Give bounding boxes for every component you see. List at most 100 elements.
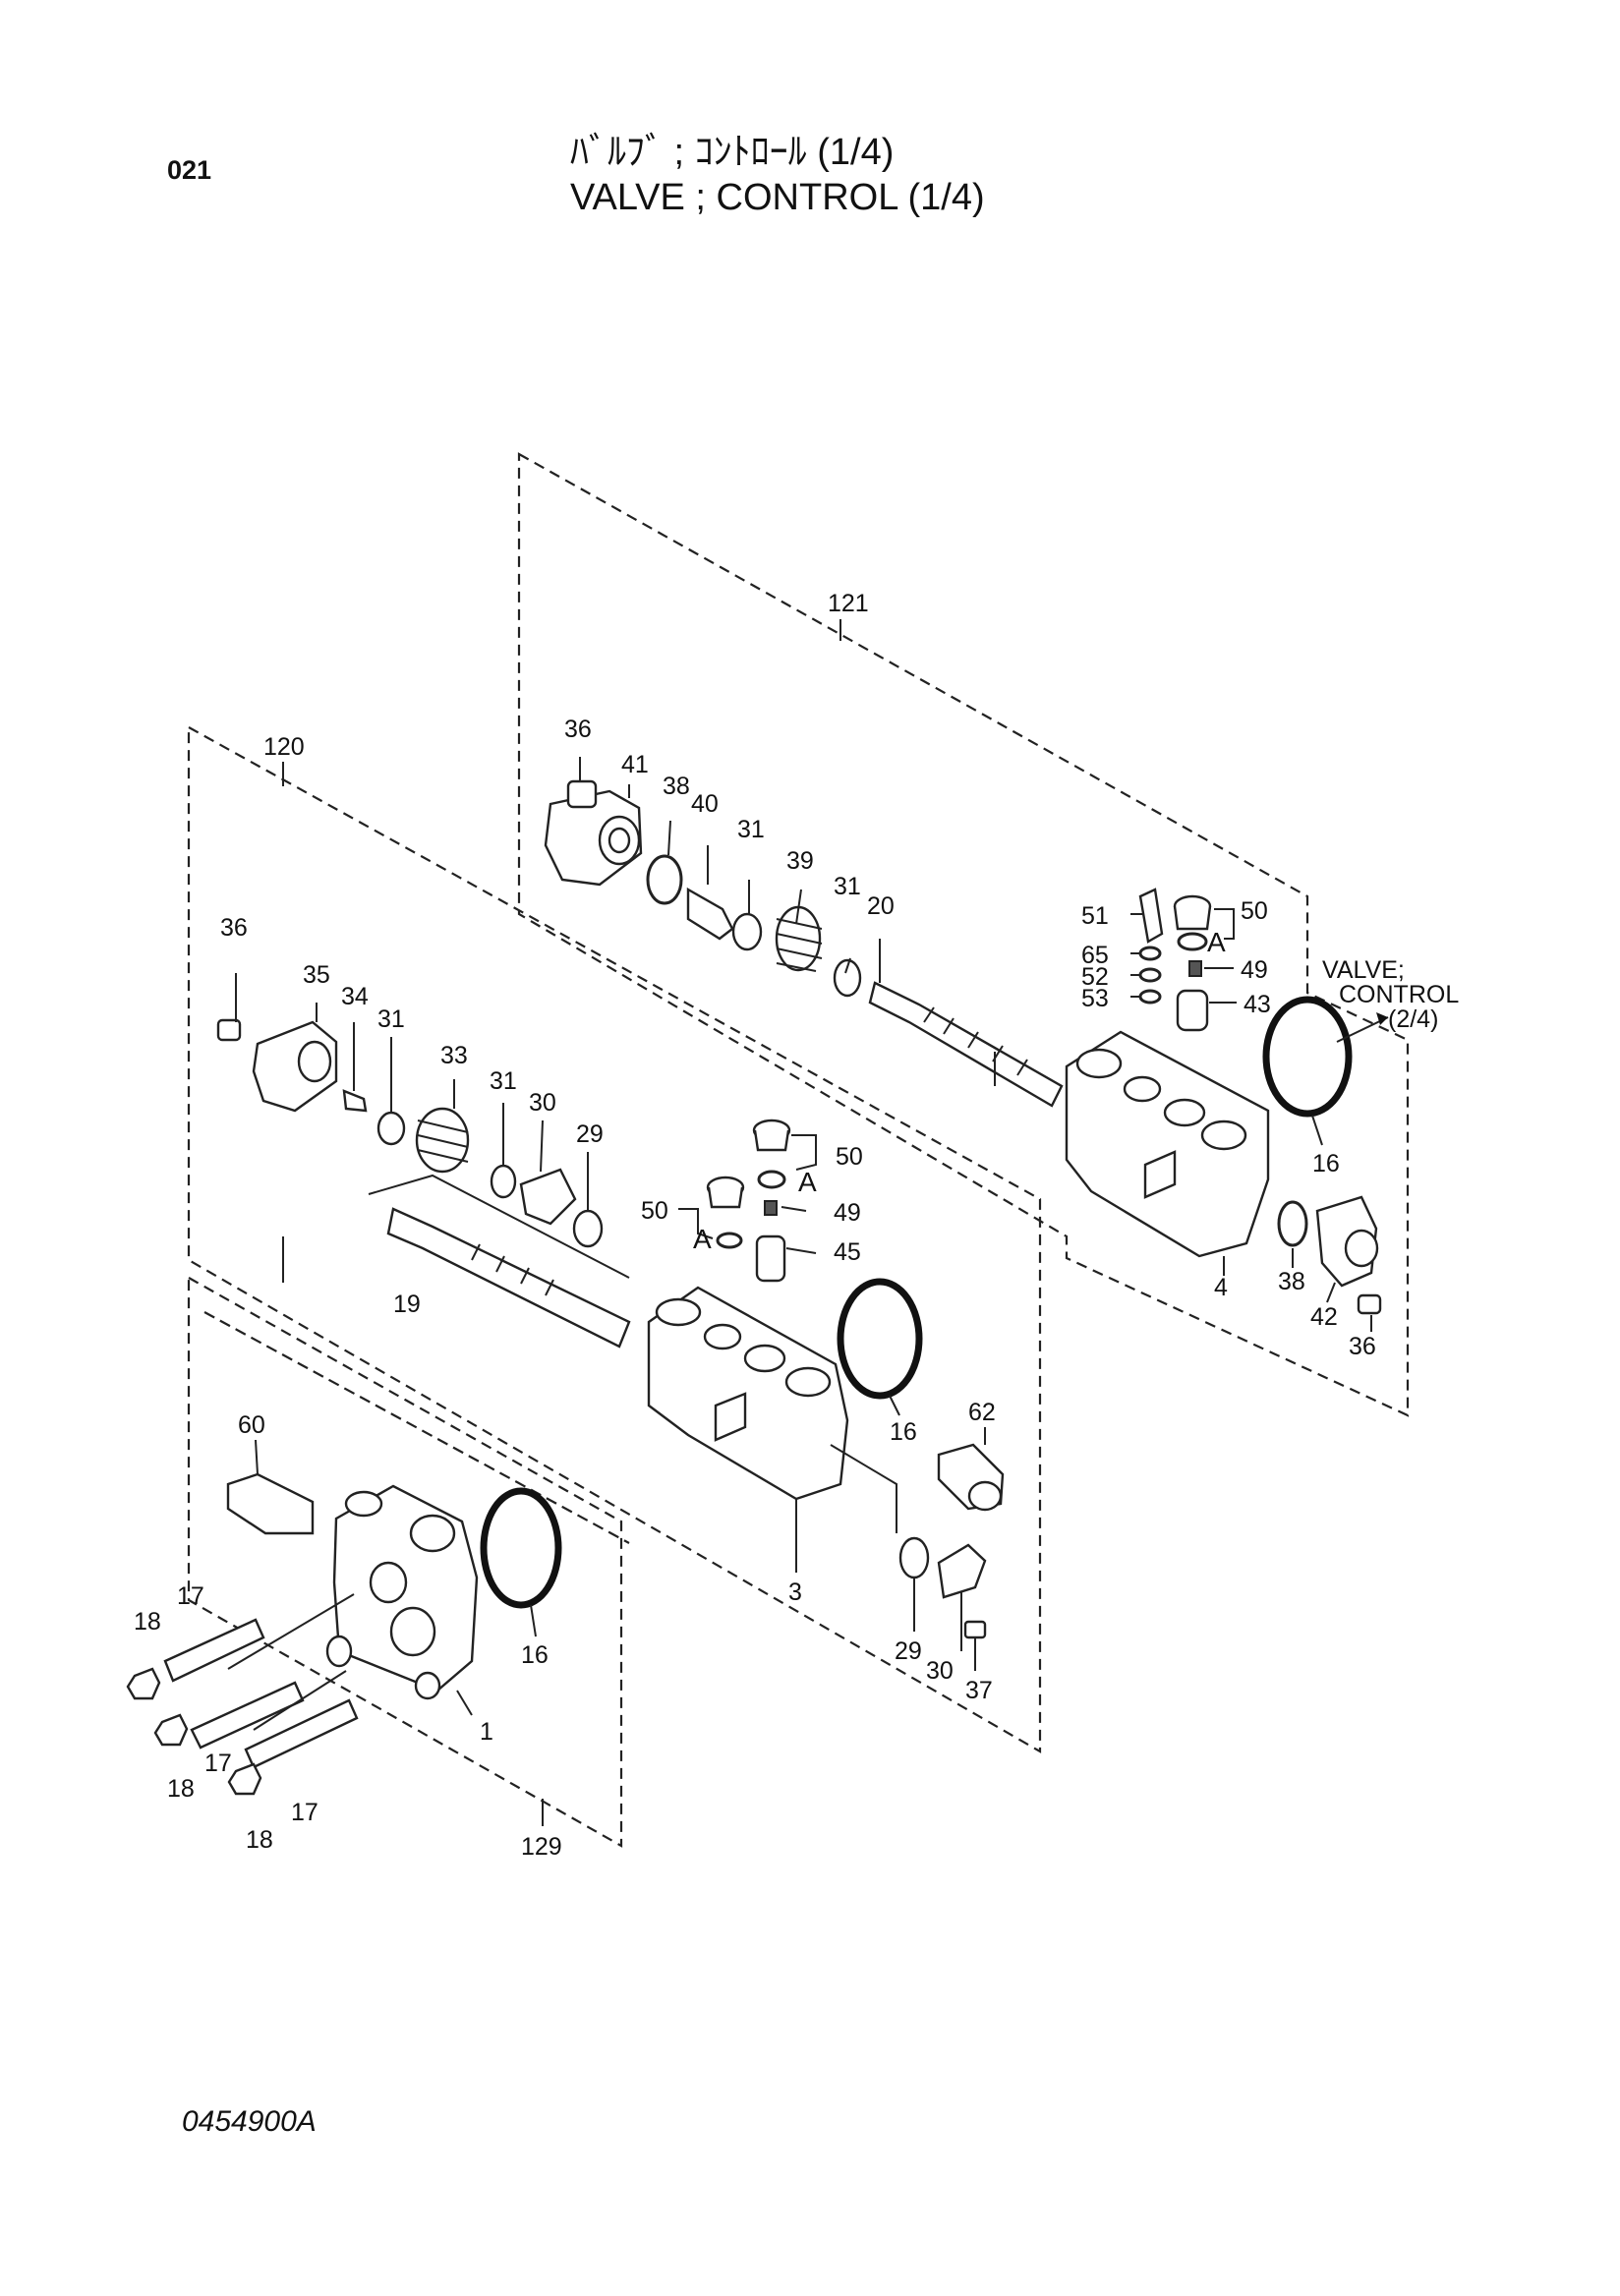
- retainer-31-b: [833, 958, 862, 998]
- title-english: VALVE ; CONTROL (1/4): [570, 177, 985, 218]
- label-38-upper: 38: [663, 773, 690, 800]
- cap-42: [1315, 1195, 1379, 1288]
- label-16-lower: 16: [521, 1641, 549, 1669]
- label-17-c: 17: [291, 1799, 318, 1826]
- spring-49-middle: [764, 1200, 778, 1216]
- label-31-d: 31: [490, 1067, 517, 1095]
- label-18-a: 18: [134, 1608, 161, 1636]
- label-42: 42: [1310, 1303, 1338, 1331]
- relief-valve-60: [226, 1472, 315, 1535]
- label-60: 60: [238, 1411, 265, 1439]
- drawing-number: 0454900A: [182, 2105, 317, 2138]
- poppet-45: [755, 1234, 786, 1283]
- oring-A-left: [716, 1232, 743, 1249]
- spool-19-bracket: [368, 1174, 630, 1279]
- label-36-right: 36: [1349, 1333, 1376, 1360]
- label-18-c: 18: [246, 1826, 273, 1854]
- spool-19: [386, 1207, 631, 1349]
- label-29-lower: 29: [895, 1637, 922, 1665]
- reference-note-line2: CONTROL: [1339, 981, 1459, 1008]
- oring-38-lower: [1277, 1200, 1308, 1247]
- label-50-upper: 50: [1241, 897, 1268, 925]
- group-129-outline: [187, 1276, 623, 1848]
- group-129-label: 129: [521, 1833, 562, 1861]
- label-1: 1: [480, 1718, 493, 1746]
- spring-33: [415, 1107, 470, 1174]
- label-36-upper: 36: [564, 716, 592, 743]
- oring-65: [1138, 946, 1162, 961]
- oring-16-lower: [480, 1487, 562, 1609]
- label-45: 45: [834, 1238, 861, 1266]
- oring-16-middle: [837, 1278, 923, 1400]
- label-39: 39: [786, 847, 814, 875]
- reference-note-line1: VALVE;: [1322, 956, 1405, 984]
- group-120-label: 120: [263, 733, 305, 761]
- nut-18-c: [227, 1762, 262, 1796]
- label-52: 52: [1081, 963, 1109, 991]
- oring-A-upper: [1177, 932, 1208, 951]
- plug-50-upper: [1173, 894, 1212, 931]
- title-block: ﾊﾞﾙﾌﾞ ; ｺﾝﾄﾛｰﾙ (1/4) VALVE ; CONTROL (1/…: [570, 130, 985, 220]
- title-japanese: ﾊﾞﾙﾌﾞ ; ｺﾝﾄﾛｰﾙ (1/4): [570, 132, 895, 173]
- stud-a-axis: [227, 1593, 355, 1670]
- leader-lines: [235, 784, 1372, 1716]
- label-31-c: 31: [377, 1005, 405, 1033]
- label-65: 65: [1081, 942, 1109, 969]
- label-36-left: 36: [220, 914, 248, 942]
- oring-A-right: [757, 1170, 786, 1189]
- spool-end-34: [342, 1089, 368, 1113]
- label-31-a: 31: [737, 816, 765, 843]
- cap-41: [544, 789, 643, 887]
- label-20: 20: [867, 892, 895, 920]
- plate-30-lower: [937, 1543, 987, 1599]
- spring-39: [775, 905, 823, 972]
- nut-18-b: [153, 1713, 189, 1747]
- retainer-31-c: [376, 1111, 406, 1146]
- group-121-label: 121: [828, 590, 869, 617]
- label-51: 51: [1081, 902, 1109, 930]
- bolt-37: [963, 1620, 987, 1639]
- label-18-b: 18: [167, 1775, 195, 1803]
- stud-17-b: [190, 1681, 305, 1750]
- label-33: 33: [440, 1042, 468, 1069]
- label-53: 53: [1081, 985, 1109, 1012]
- bolt-36-left: [216, 1018, 242, 1042]
- label-31-b: 31: [834, 873, 861, 900]
- label-34: 34: [341, 983, 369, 1010]
- plate-30-upper: [519, 1168, 577, 1226]
- reference-arrow: [1336, 1012, 1389, 1043]
- relief-valve-51: [1138, 888, 1164, 944]
- label-50-right: 50: [836, 1143, 863, 1171]
- oring-16-upper: [1262, 996, 1353, 1118]
- bolt-36-right: [1357, 1293, 1382, 1315]
- label-4: 4: [1214, 1274, 1228, 1301]
- label-30-lower: 30: [926, 1657, 954, 1685]
- nut-18-a: [126, 1667, 161, 1700]
- stud-b-axis: [253, 1670, 347, 1731]
- label-37: 37: [965, 1677, 993, 1704]
- spring-49-upper: [1188, 960, 1202, 977]
- oring-38-upper: [646, 854, 683, 905]
- stud-17-a: [163, 1618, 265, 1683]
- label-16-middle: 16: [890, 1418, 917, 1446]
- label-50-left: 50: [641, 1197, 668, 1225]
- seal-29-upper: [572, 1209, 604, 1248]
- group-121-outline: [517, 452, 1410, 1417]
- detail-marker-left: A: [693, 1224, 712, 1254]
- spool-20: [868, 981, 1064, 1108]
- oring-52: [1138, 967, 1162, 983]
- bolt-36-upper: [566, 757, 598, 809]
- plug-62: [937, 1443, 1005, 1512]
- label-43: 43: [1244, 991, 1271, 1018]
- oring-53: [1138, 989, 1162, 1004]
- detail-marker-right: A: [798, 1167, 817, 1197]
- cap-35: [252, 1020, 338, 1113]
- housing-3: [647, 1286, 849, 1501]
- poppet-43: [1176, 989, 1209, 1032]
- label-17-a: 17: [177, 1582, 204, 1610]
- stud-17-c: [244, 1698, 359, 1769]
- housing-1: [325, 1484, 479, 1700]
- label-17-b: 17: [204, 1750, 232, 1777]
- label-49-middle: 49: [834, 1199, 861, 1227]
